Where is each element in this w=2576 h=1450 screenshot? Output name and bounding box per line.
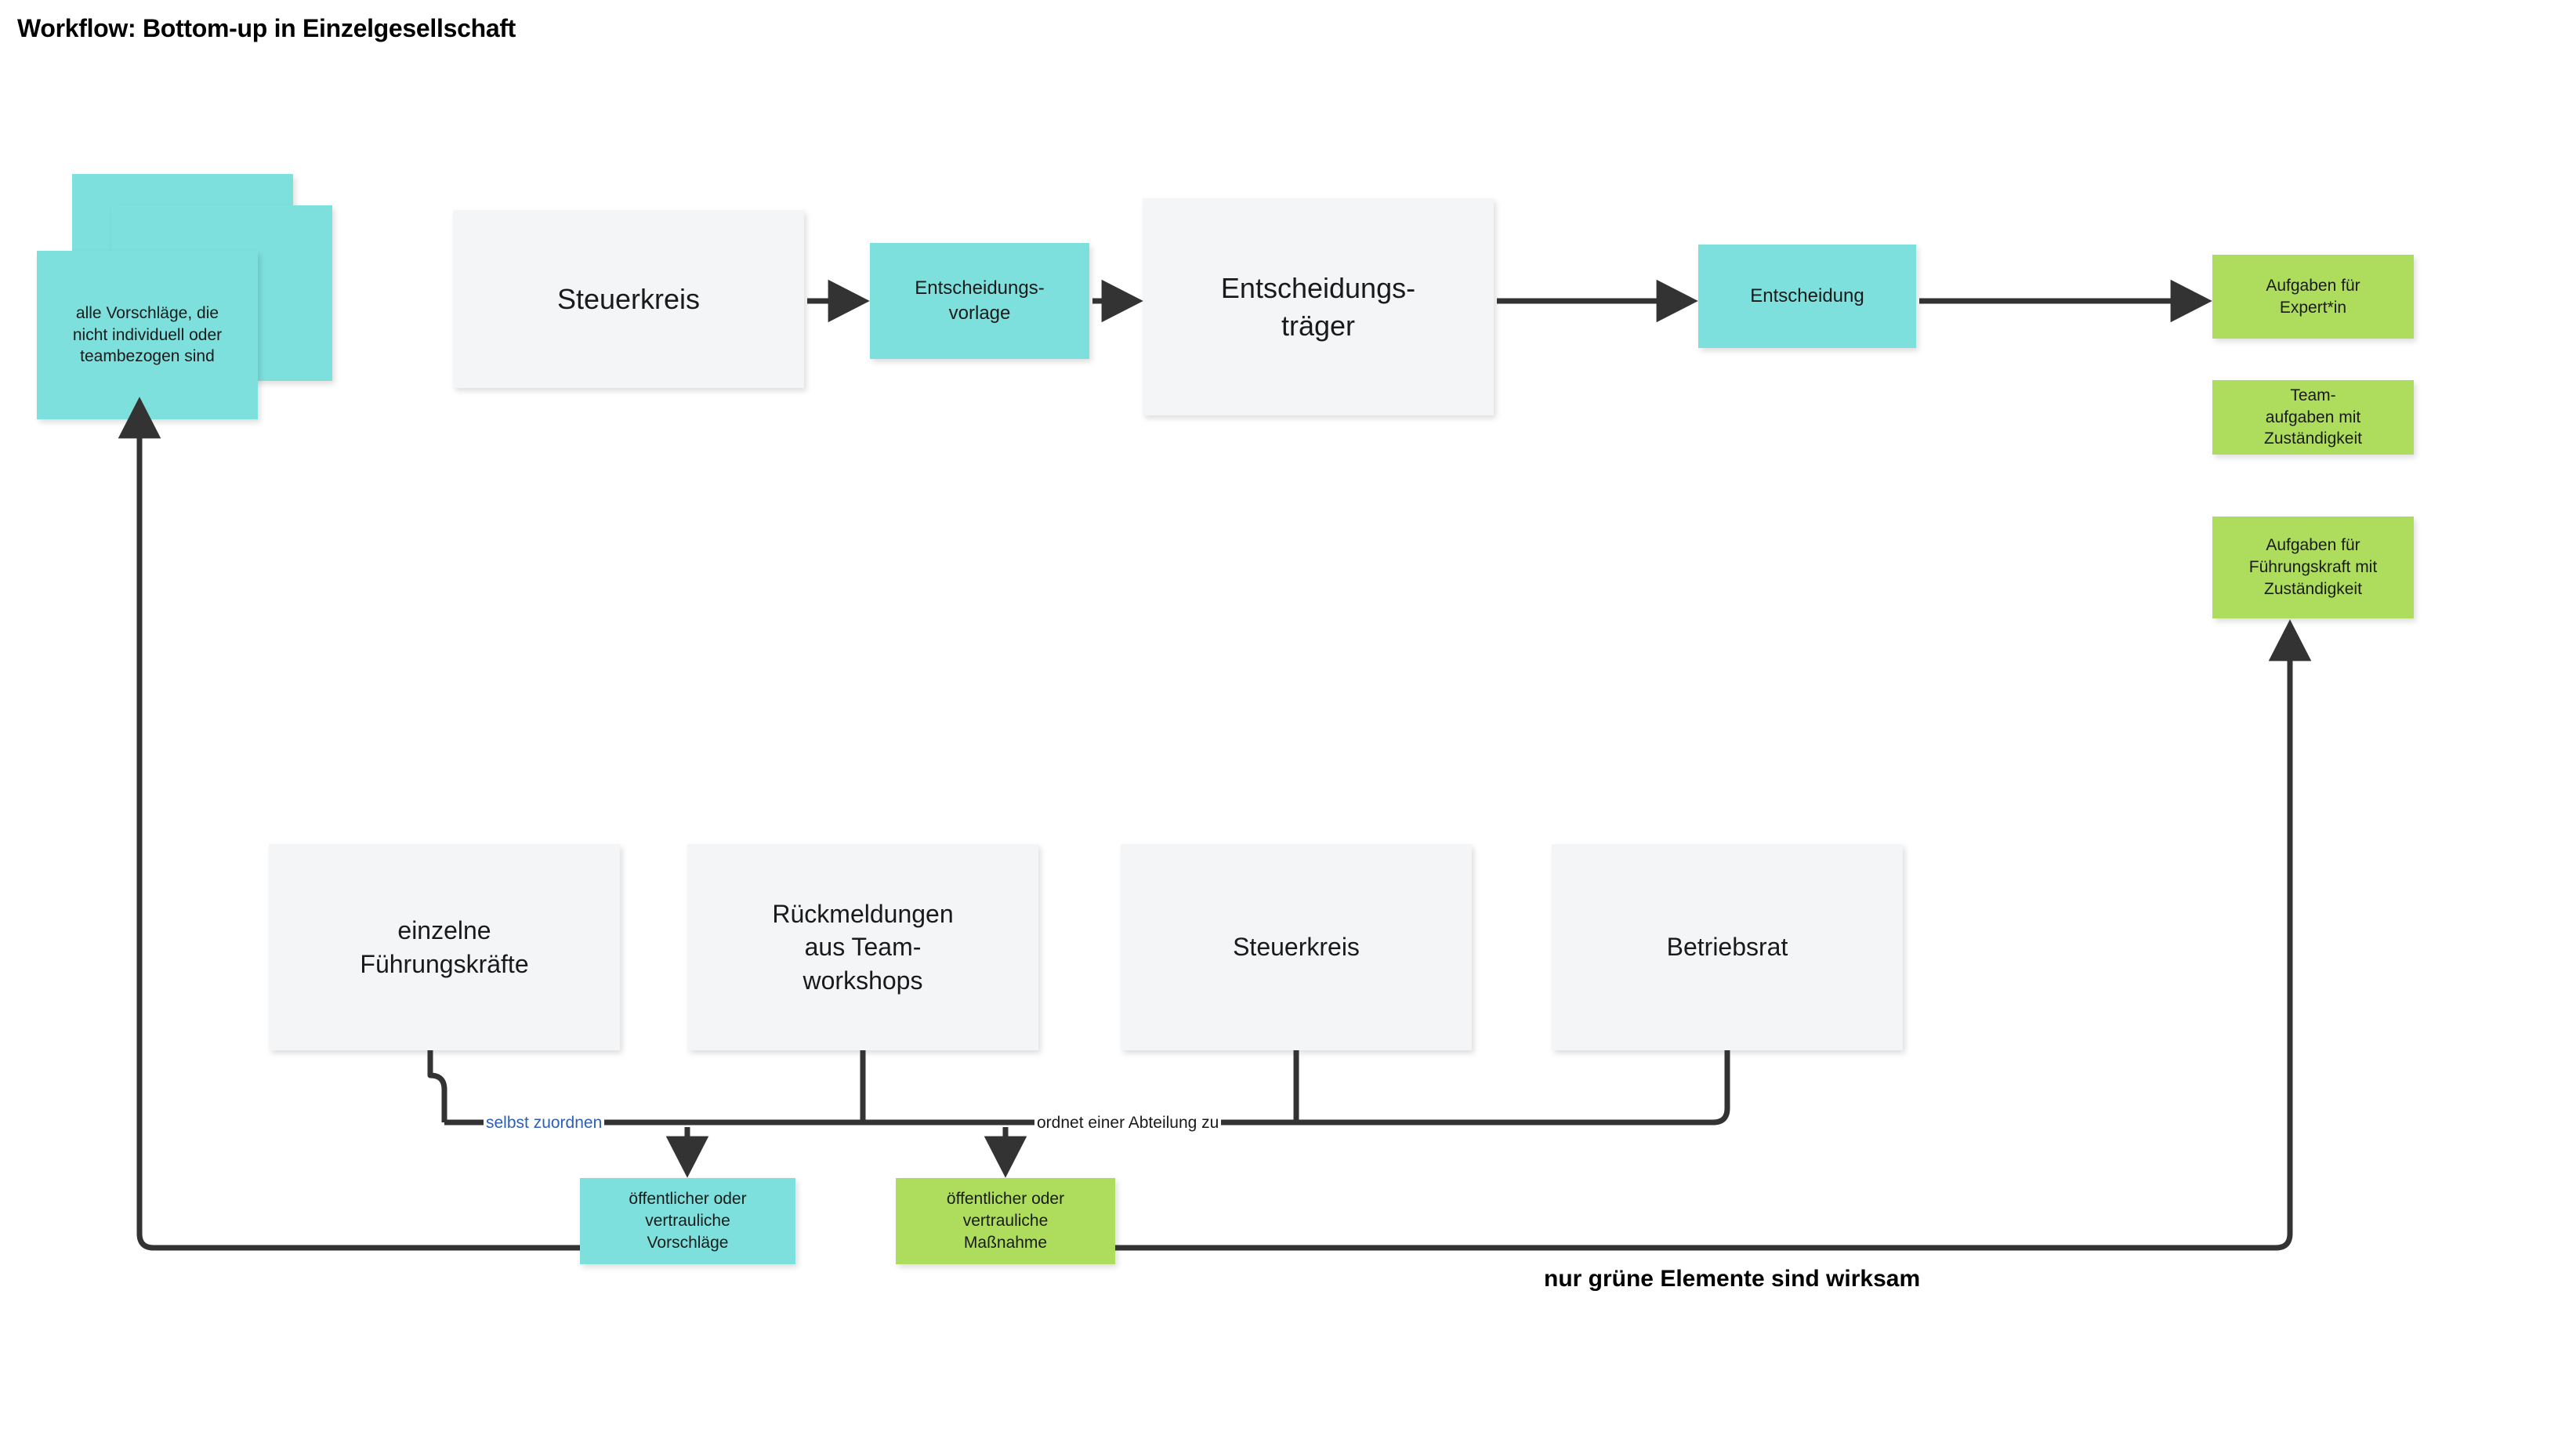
- source-box-steuerkreis[interactable]: Steuerkreis: [1121, 844, 1472, 1050]
- proposal-stack-card-front[interactable]: alle Vorschläge, die nicht individuell o…: [37, 251, 258, 419]
- source-box-betriebsrat[interactable]: Betriebsrat: [1552, 844, 1903, 1050]
- node-entscheidungsvorlage[interactable]: Entscheidungs- vorlage: [870, 243, 1089, 359]
- edge-label-ordnet-abteilung-zu: ordnet einer Abteilung zu: [1034, 1115, 1222, 1131]
- result-box-vorschlaege[interactable]: öffentlicher oder vertrauliche Vorschläg…: [580, 1178, 795, 1264]
- page-title: Workflow: Bottom-up in Einzelgesellschaf…: [17, 14, 516, 42]
- node-entscheidungstraeger[interactable]: Entscheidungs- träger: [1143, 198, 1494, 415]
- node-steuerkreis-top[interactable]: Steuerkreis: [453, 210, 804, 388]
- connector-from-betriebsrat: [1429, 1050, 1730, 1126]
- outcome-box-team[interactable]: Team- aufgaben mit Zuständigkeit: [2212, 380, 2414, 455]
- outcome-box-expert[interactable]: Aufgaben für Expert*in: [2212, 255, 2414, 339]
- edge-label-selbst-zuordnen: selbst zuordnen: [484, 1115, 605, 1131]
- result-box-massnahme[interactable]: öffentlicher oder vertrauliche Maßnahme: [896, 1178, 1115, 1264]
- source-box-einzelne-fuehrungskraefte[interactable]: einzelne Führungskräfte: [269, 844, 620, 1050]
- outcome-box-fuehrungskraft[interactable]: Aufgaben für Führungskraft mit Zuständig…: [2212, 517, 2414, 618]
- node-entscheidung[interactable]: Entscheidung: [1698, 245, 1916, 348]
- connector-from-einzelne-fuehrungskraefte: [427, 1050, 447, 1122]
- legend-caption: nur grüne Elemente sind wirksam: [1544, 1266, 1921, 1292]
- source-box-rueckmeldungen[interactable]: Rückmeldungen aus Team- workshops: [687, 844, 1038, 1050]
